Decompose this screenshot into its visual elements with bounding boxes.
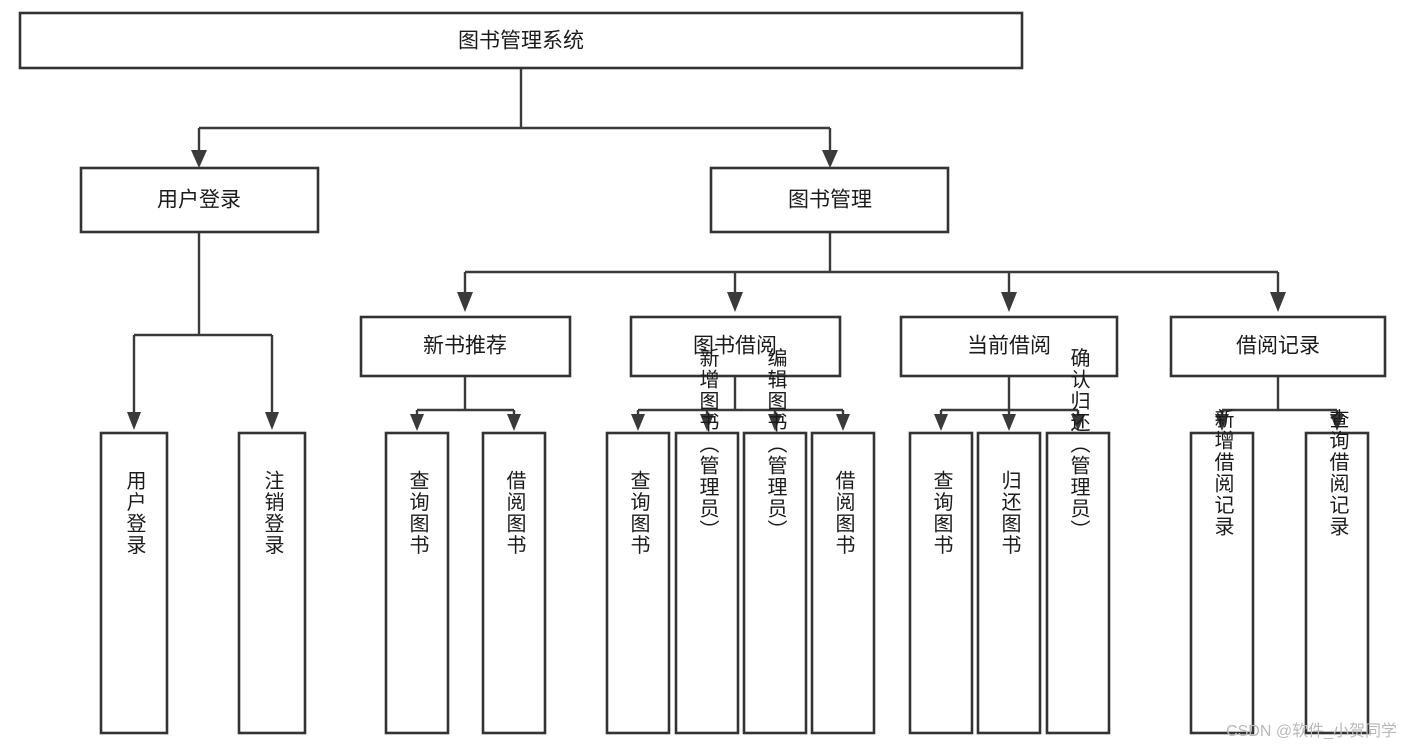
node-user-login[interactable]: 用户登录	[79, 166, 320, 234]
leaf-box[interactable]	[99, 431, 169, 735]
node-borrow-record[interactable]: 借阅记录	[1169, 315, 1387, 378]
leaf-label: 确认归还（管理员）	[1067, 347, 1090, 541]
leaf-node[interactable]: 用户登录	[99, 431, 169, 735]
arrow-head-icon	[1215, 414, 1229, 431]
leaf-node[interactable]: 注销登录	[237, 431, 307, 735]
arrow-head-icon	[822, 150, 838, 168]
leaf-node[interactable]: 编辑图书（管理员）	[742, 347, 808, 735]
leaf-node[interactable]: 借阅图书	[481, 431, 547, 735]
leaf-node[interactable]: 查询图书	[384, 431, 450, 735]
node-book-borrow-label: 图书借阅	[693, 335, 777, 358]
node-new-book-recommend[interactable]: 新书推荐	[359, 315, 572, 378]
arrow-head-icon	[836, 414, 850, 431]
leaf-label: 借阅图书	[832, 470, 855, 556]
leaf-box[interactable]	[1045, 431, 1111, 735]
leaf-box[interactable]	[674, 431, 740, 735]
leaf-node[interactable]: 查询借阅记录	[1304, 408, 1370, 735]
edge-layer	[127, 68, 1344, 431]
node-borrow-record-box[interactable]	[1169, 315, 1387, 378]
leaf-box[interactable]	[810, 431, 876, 735]
leaf-label: 查询借阅记录	[1326, 408, 1349, 537]
node-new-book-recommend-box[interactable]	[359, 315, 572, 378]
arrow-head-icon	[727, 292, 743, 312]
leaf-node[interactable]: 新增借阅记录	[1189, 408, 1255, 735]
leaf-label: 查询图书	[930, 470, 953, 556]
node-book-management-box[interactable]	[709, 166, 950, 234]
node-new-book-recommend-label: 新书推荐	[423, 335, 507, 358]
arrow-head-icon	[700, 414, 714, 431]
leaf-label: 查询图书	[627, 470, 650, 556]
arrow-head-icon	[191, 150, 207, 168]
node-current-borrow[interactable]: 当前借阅	[899, 315, 1119, 378]
leaf-label: 查询图书	[406, 470, 429, 556]
arrow-head-icon	[1270, 292, 1286, 312]
node-book-borrow-box[interactable]	[629, 315, 842, 378]
node-current-borrow-label: 当前借阅	[967, 335, 1051, 358]
leaf-box[interactable]	[237, 431, 307, 735]
arrow-head-icon	[507, 414, 521, 431]
leaf-label: 新增图书（管理员）	[696, 347, 719, 541]
arrow-head-icon	[1330, 414, 1344, 431]
arrow-head-icon	[410, 414, 424, 431]
leaf-node[interactable]: 确认归还（管理员）	[1045, 347, 1111, 735]
node-book-borrow[interactable]: 图书借阅	[629, 315, 842, 378]
leaf-box[interactable]	[976, 431, 1042, 735]
node-root-label: 图书管理系统	[458, 30, 584, 53]
leaf-label: 归还图书	[998, 470, 1021, 556]
arrow-head-icon	[457, 292, 473, 312]
node-book-management-label: 图书管理	[788, 189, 872, 212]
leaf-label: 注销登录	[261, 470, 284, 556]
leaf-box[interactable]	[1189, 431, 1255, 735]
leaf-node[interactable]: 查询图书	[908, 431, 974, 735]
leaf-box[interactable]	[908, 431, 974, 735]
node-root[interactable]: 图书管理系统	[18, 11, 1024, 70]
leaf-label: 编辑图书（管理员）	[764, 347, 787, 541]
arrow-head-icon	[1002, 414, 1016, 431]
node-current-borrow-box[interactable]	[899, 315, 1119, 378]
leaf-node[interactable]: 查询图书	[605, 431, 671, 735]
leaf-label: 新增借阅记录	[1211, 408, 1234, 537]
leaf-box[interactable]	[384, 431, 450, 735]
leaf-box[interactable]	[481, 431, 547, 735]
leaf-label: 用户登录	[123, 470, 146, 556]
leaf-box[interactable]	[605, 431, 671, 735]
csdn-watermark: CSDN @软件_小贺同学	[1226, 723, 1397, 740]
node-borrow-record-label: 借阅记录	[1236, 335, 1320, 358]
leaf-node[interactable]: 归还图书	[976, 431, 1042, 735]
leaf-box[interactable]	[1304, 431, 1370, 735]
arrow-head-icon	[631, 414, 645, 431]
arrow-head-icon	[1001, 292, 1017, 312]
arrow-head-icon	[265, 412, 279, 430]
leaf-box[interactable]	[742, 431, 808, 735]
node-root-box[interactable]	[18, 11, 1024, 70]
arrow-head-icon	[768, 414, 782, 431]
node-book-management[interactable]: 图书管理	[709, 166, 950, 234]
leaf-node[interactable]: 借阅图书	[810, 431, 876, 735]
arrow-head-icon	[127, 412, 141, 430]
leaf-node[interactable]: 新增图书（管理员）	[674, 347, 740, 735]
arrow-head-icon	[1071, 414, 1085, 431]
leaf-label: 借阅图书	[503, 470, 526, 556]
node-user-login-box[interactable]	[79, 166, 320, 234]
arrow-head-icon	[934, 414, 948, 431]
node-user-login-label: 用户登录	[157, 189, 241, 212]
